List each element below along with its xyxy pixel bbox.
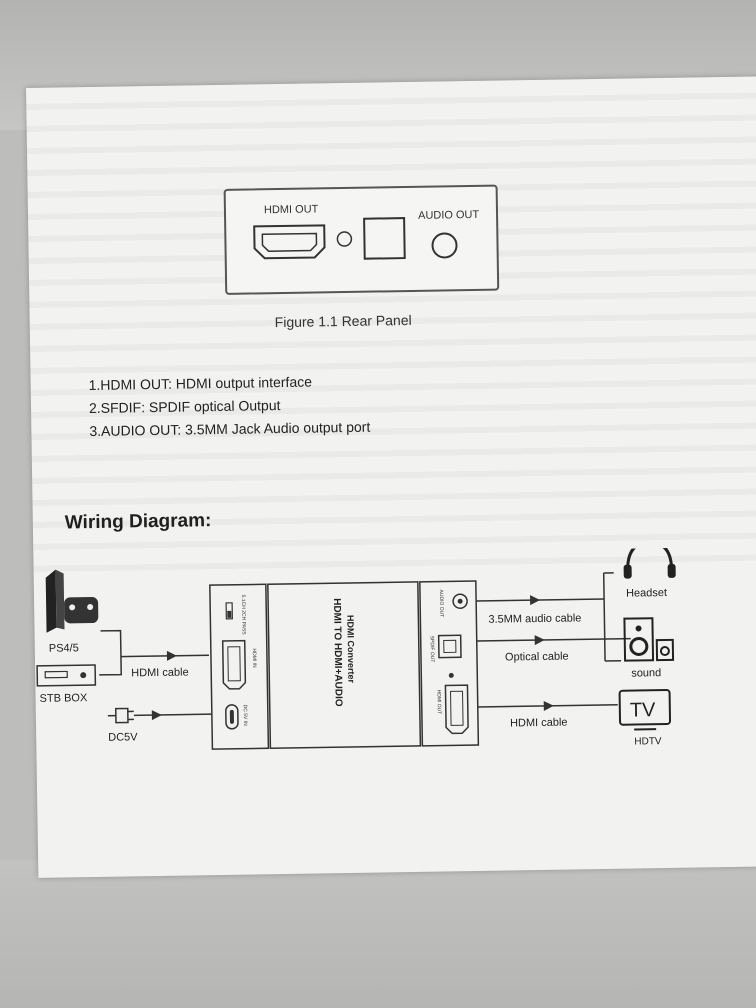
manual-page: HDMI OUT AUDIO OUT Figure 1.1 Rear Panel… [26,76,756,878]
hdmi-in-line [120,654,209,658]
cable-35mm-label: 3.5MM audio cable [488,612,581,625]
stb-led-icon [80,672,87,679]
spdif-port-icon [437,634,462,659]
hdmi-port-icon [253,224,326,260]
ps-console-icon [45,569,99,633]
mode-switch-icon [225,602,233,620]
spdif-out-label: SPDIF OUT [429,636,435,663]
source-link-line [99,629,122,676]
converter-subtitle: HDMI Converter [345,615,356,684]
hdmi-cable-left-label: HDMI cable [131,667,189,680]
tv-icon [618,689,672,726]
wiring-heading: Wiring Diagram: [64,510,212,534]
headset-label: Headset [626,587,667,600]
input-panel [209,583,270,750]
tv-text: TV [630,699,657,721]
stb-slot-icon [44,670,68,679]
ps45-label: PS4/5 [49,642,79,654]
dc-plug-icon [107,707,134,724]
spec-hdmi-out: 1.HDMI OUT: HDMI output interface [88,373,313,394]
hdmi-port-inner-icon [261,232,318,252]
stb-box-icon [36,664,97,687]
hdmi-out-arrow-icon [543,700,554,711]
audio-jack-icon [431,232,458,259]
rear-panel-ports [253,217,458,260]
wiring-diagram: PS4/5 STB BOX HDMI cable DC5V 5.1CH 2CH … [36,546,676,750]
hdtv-label: HDTV [634,736,662,747]
hdmi-cable-right-label: HDMI cable [510,717,568,730]
optical-cable-arrow-icon [534,635,545,646]
dc-line [133,713,212,717]
output-panel [419,580,480,747]
audio-cable-arrow-icon [530,595,541,606]
hdmi-out-port-label: HDMI OUT [436,690,442,715]
background-bottom [0,860,756,1008]
hdmi-out-port-icon [444,684,469,735]
hdmi-in-arrow-icon [166,650,177,661]
indicator-led-icon [336,231,353,247]
optical-port-icon [363,217,406,260]
mode-switch-label: 5.1CH 2CH PASS [240,595,247,636]
headset-icon [623,546,676,579]
dc-arrow-icon [151,710,162,721]
hdmi-in-port-icon [221,639,247,690]
optical-cable-label: Optical cable [505,651,569,664]
sound-label: sound [631,667,661,679]
status-led-icon [448,672,454,678]
audio-out-jack-icon [452,593,468,609]
spec-audio-out: 3.AUDIO OUT: 3.5MM Jack Audio output por… [89,418,371,440]
figure-caption: Figure 1.1 Rear Panel [274,311,412,331]
dc5v-label: DC5V [108,731,138,743]
dc-in-label: DC 5V IN [242,705,248,727]
audio-split-line [602,572,606,661]
converter-title: HDMI TO HDMI+AUDIO [331,598,344,707]
spec-spdif: 2.SFDIF: SPDIF optical Output [88,397,281,417]
hdmi-in-label: HDMI IN [251,648,257,668]
converter-body [267,581,422,750]
speaker-icon [623,617,675,662]
audio-cable-line [476,598,605,602]
optical-cable-line [476,637,631,642]
rear-panel-illustration: HDMI OUT AUDIO OUT [223,184,500,295]
audio-out-port-label: AUDIO OUT [438,589,444,617]
stb-label: STB BOX [40,692,89,705]
dc-in-port-icon [225,704,239,730]
